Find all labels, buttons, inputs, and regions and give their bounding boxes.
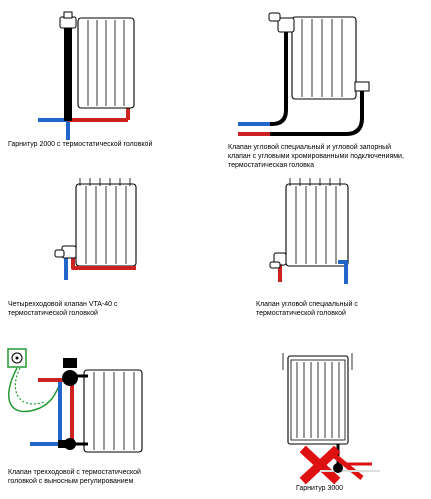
caption-vta40: Четырехходовой клапан VTA-40 с термостат… <box>8 300 118 318</box>
radiator-body <box>83 369 143 453</box>
cold-pipe <box>38 118 70 140</box>
radiator-body <box>285 178 349 267</box>
scheme-angle-valves <box>238 12 370 136</box>
caption-line: Гарнитур 3000 <box>296 485 344 492</box>
radiator-body <box>282 353 353 445</box>
caption-line: Клапан угловой специальный и угловой зап… <box>228 144 392 151</box>
scheme-garnitur-3000 <box>282 353 380 485</box>
caption-line: Клапан угловой специальный с <box>256 301 358 308</box>
thermostatic-head-icon <box>268 12 295 33</box>
thermostatic-head-icon <box>59 11 77 121</box>
caption-line: Клапан трехходовой с термостатической <box>8 469 141 476</box>
caption-line: термостатической головкой <box>256 310 346 317</box>
chrome-pipe <box>240 30 288 126</box>
hot-pipe <box>68 108 130 122</box>
radiator-body <box>75 178 137 267</box>
lockshield-valve-icon <box>354 81 370 92</box>
caption-line: термостатической головкой <box>8 310 98 317</box>
remote-thermostat-icon <box>7 348 27 368</box>
hot-pipe <box>71 256 136 270</box>
caption-line: термостатическая головка <box>228 162 315 169</box>
caption-angle-valves: Клапан угловой специальный и угловой зап… <box>228 143 404 170</box>
caption-garnitur-2000: Гарнитур 2000 с термостатической головко… <box>8 140 152 149</box>
caption-line: клапан с угловыми хромированными подключ… <box>228 153 404 160</box>
caption-line: Гарнитур 2000 с термостатической головко… <box>8 141 153 148</box>
scheme-vta40 <box>54 178 137 280</box>
radiator-body <box>77 17 135 109</box>
caption-line: Четырехходовой клапан VTA-40 с <box>8 301 118 308</box>
four-way-valve-icon <box>54 245 77 259</box>
chrome-pipe <box>240 88 364 136</box>
caption-line: головкой с выносным регулированием <box>8 478 134 485</box>
caption-garnitur-3000: Гарнитур 3000 <box>296 484 343 493</box>
scheme-angle-valve-thermo <box>269 178 349 284</box>
caption-three-way-remote: Клапан трехходовой с термостатической го… <box>8 468 141 486</box>
cold-pipe <box>338 260 348 284</box>
cold-pipe <box>30 382 62 446</box>
brand-logo-icon <box>299 445 380 485</box>
capillary-line <box>8 367 67 413</box>
caption-angle-valve-thermo: Клапан угловой специальный с термостатич… <box>256 300 358 318</box>
three-way-valve-icon <box>58 358 78 450</box>
scheme-garnitur-2000 <box>38 11 135 140</box>
radiator-body <box>291 16 357 100</box>
scheme-three-way-remote <box>7 348 143 453</box>
thermostatic-head-icon <box>269 252 287 269</box>
